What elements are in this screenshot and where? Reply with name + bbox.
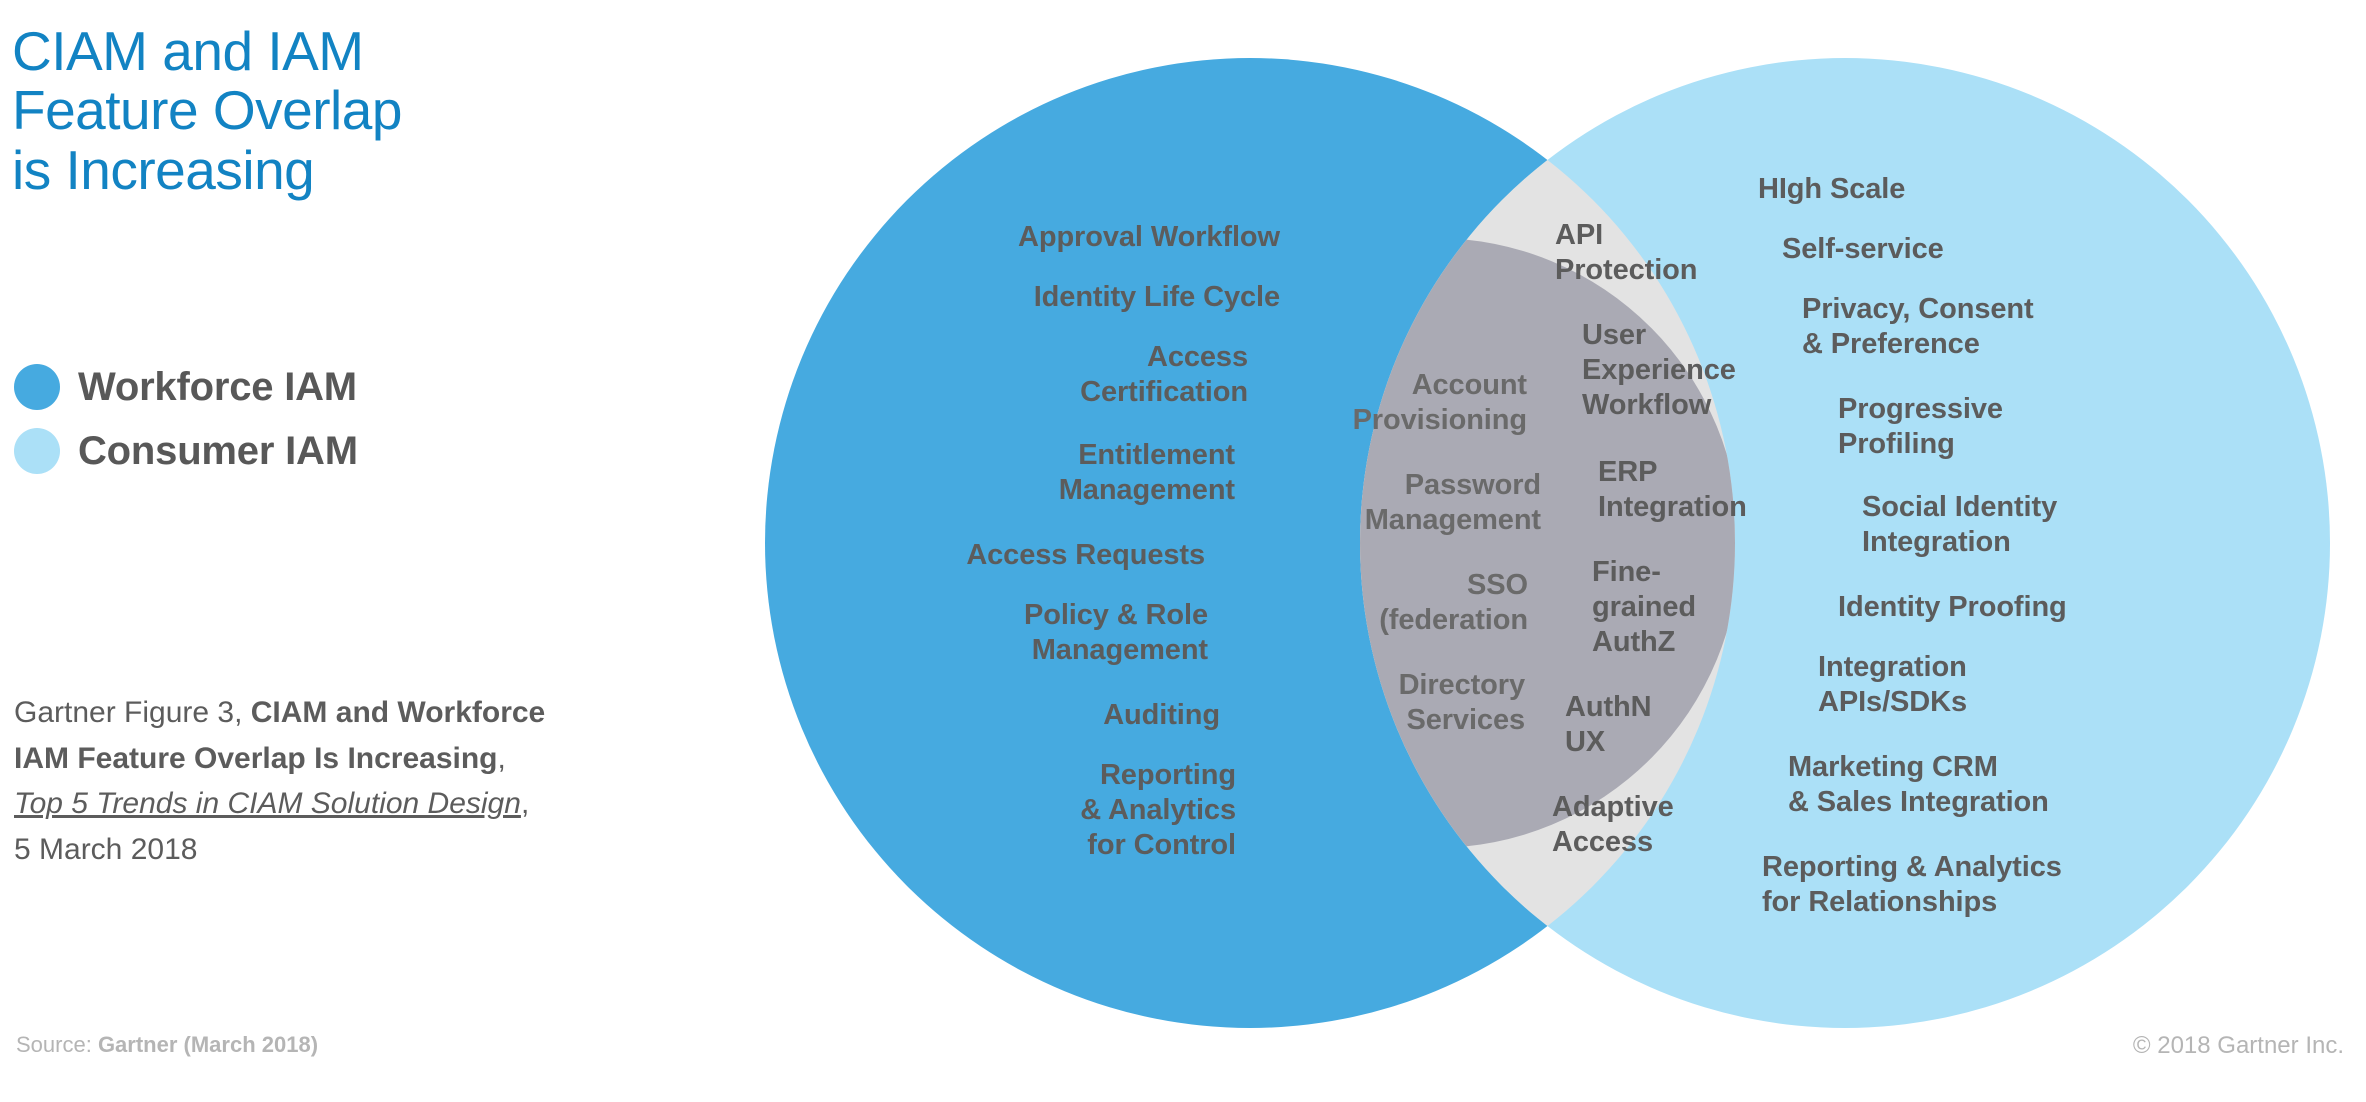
caption-comma: ,	[520, 787, 530, 821]
venn-item-right-6: Integration APIs/SDKs	[1818, 651, 1967, 718]
venn-item-right-2: Privacy, Consent & Preference	[1802, 293, 2034, 360]
venn-item-overlap-outer-0: API Protection	[1555, 219, 1698, 286]
legend-label-consumer: Consumer IAM	[78, 428, 358, 473]
page-title-line-1: CIAM and IAM	[12, 20, 364, 82]
venn-item-right-7: Marketing CRM & Sales Integration	[1788, 751, 2049, 818]
legend-item-consumer-iam[interactable]: Consumer IAM	[14, 419, 634, 483]
left-panel: CIAM and IAM Feature Overlap is Increasi…	[8, 0, 708, 1102]
venn-item-overlap-inner-0: Account Provisioning	[1352, 369, 1528, 436]
venn-item-left-6: Auditing	[1103, 699, 1220, 731]
venn-item-overlap-outer-1: User Experience Workflow	[1582, 319, 1736, 421]
venn-item-overlap-outer-3: Fine- grained AuthZ	[1592, 556, 1697, 658]
venn-item-overlap-inner-2: SSO (federation	[1379, 569, 1528, 636]
venn-item-right-8: Reporting & Analytics for Relationships	[1762, 851, 2062, 918]
source-prefix: Source:	[16, 1032, 98, 1057]
venn-item-overlap-outer-5: Adaptive Access	[1552, 791, 1674, 858]
page-title-line-3: is Increasing	[12, 138, 315, 201]
venn-item-right-5: Identity Proofing	[1838, 591, 2067, 623]
venn-item-left-7: Reporting & Analytics for Control	[1080, 759, 1236, 861]
venn-item-left-3: Entitlement Management	[1058, 439, 1235, 506]
venn-item-right-4: Social Identity Integration	[1862, 491, 2058, 558]
page-title-line-2: Feature Overlap	[12, 79, 402, 142]
copyright-notice: © 2018 Gartner Inc.	[2132, 1032, 2344, 1059]
caption-date: 5 March 2018	[14, 832, 198, 866]
venn-item-overlap-inner-3: Directory Services	[1398, 669, 1526, 736]
venn-item-left-4: Access Requests	[966, 539, 1205, 571]
overlap-core-clip	[1360, 238, 1735, 848]
venn-item-left-2: Access Certification	[1080, 341, 1248, 408]
venn-item-overlap-outer-2: ERP Integration	[1598, 456, 1747, 523]
page-title: CIAM and IAM Feature Overlap is Increasi…	[12, 20, 632, 201]
venn-item-left-5: Policy & Role Management	[1023, 599, 1208, 666]
source-note: Source: Gartner (March 2018)	[16, 1032, 318, 1058]
legend-item-workforce-iam[interactable]: Workforce IAM	[14, 355, 634, 419]
venn-item-left-1: Identity Life Cycle	[1033, 281, 1280, 313]
caption-sep: ,	[497, 741, 506, 775]
legend: Workforce IAM Consumer IAM	[14, 355, 634, 483]
legend-dot-icon-consumer	[14, 428, 60, 474]
legend-dot-icon-workforce	[14, 364, 60, 410]
caption-report-title: CIAM and Workforce IAM Feature Overlap I…	[14, 696, 546, 775]
venn-item-overlap-outer-4: AuthN UX	[1565, 691, 1652, 758]
venn-item-right-1: Self-service	[1782, 233, 1944, 265]
source-value: Gartner (March 2018)	[97, 1032, 319, 1057]
venn-item-overlap-inner-1: Password Management	[1364, 469, 1541, 536]
caption-source-link[interactable]: Top 5 Trends in CIAM Solution Design	[14, 787, 521, 821]
venn-item-right-0: HIgh Scale	[1758, 173, 1906, 205]
legend-label-workforce: Workforce IAM	[78, 364, 357, 409]
venn-item-left-0: Approval Workflow	[1017, 221, 1280, 253]
caption-prefix: Gartner Figure 3,	[14, 696, 251, 729]
venn-item-right-3: Progressive Profiling	[1838, 393, 2003, 460]
figure-caption: Gartner Figure 3, CIAM and Workforce IAM…	[14, 690, 554, 872]
overlap-core-circle	[1360, 238, 1735, 848]
